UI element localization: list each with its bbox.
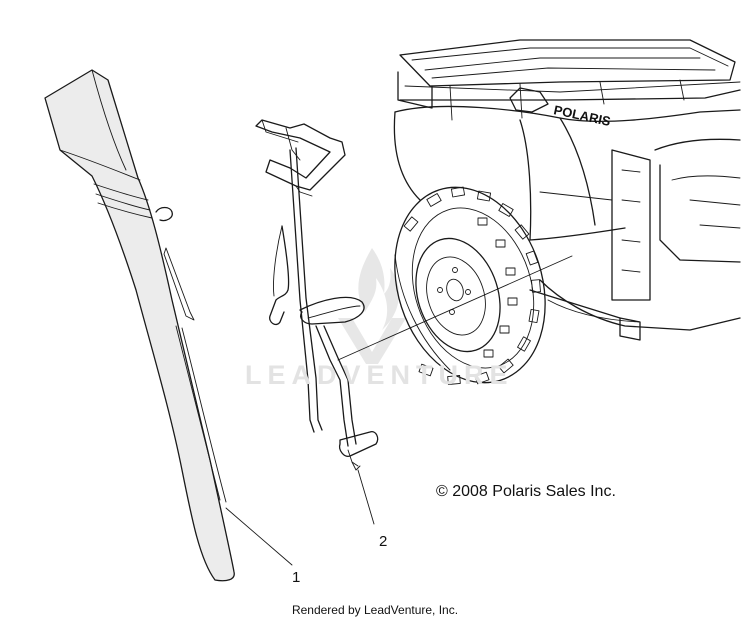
rendered-by-footer: Rendered by LeadVenture, Inc. <box>291 603 459 617</box>
callout-2: 2 <box>379 533 388 550</box>
leadventure-watermark-logo <box>338 248 406 364</box>
leadventure-watermark: LEADVENTURE <box>245 360 514 390</box>
atv-illustration <box>393 39 741 385</box>
mount-location-line <box>337 255 573 361</box>
copyright-notice: © 2008 Polaris Sales Inc. <box>436 483 616 500</box>
gun-rack <box>255 119 379 525</box>
callout-1: 1 <box>292 569 301 586</box>
gun-boot <box>44 69 293 582</box>
polaris-decal: POLARIS <box>552 102 612 129</box>
